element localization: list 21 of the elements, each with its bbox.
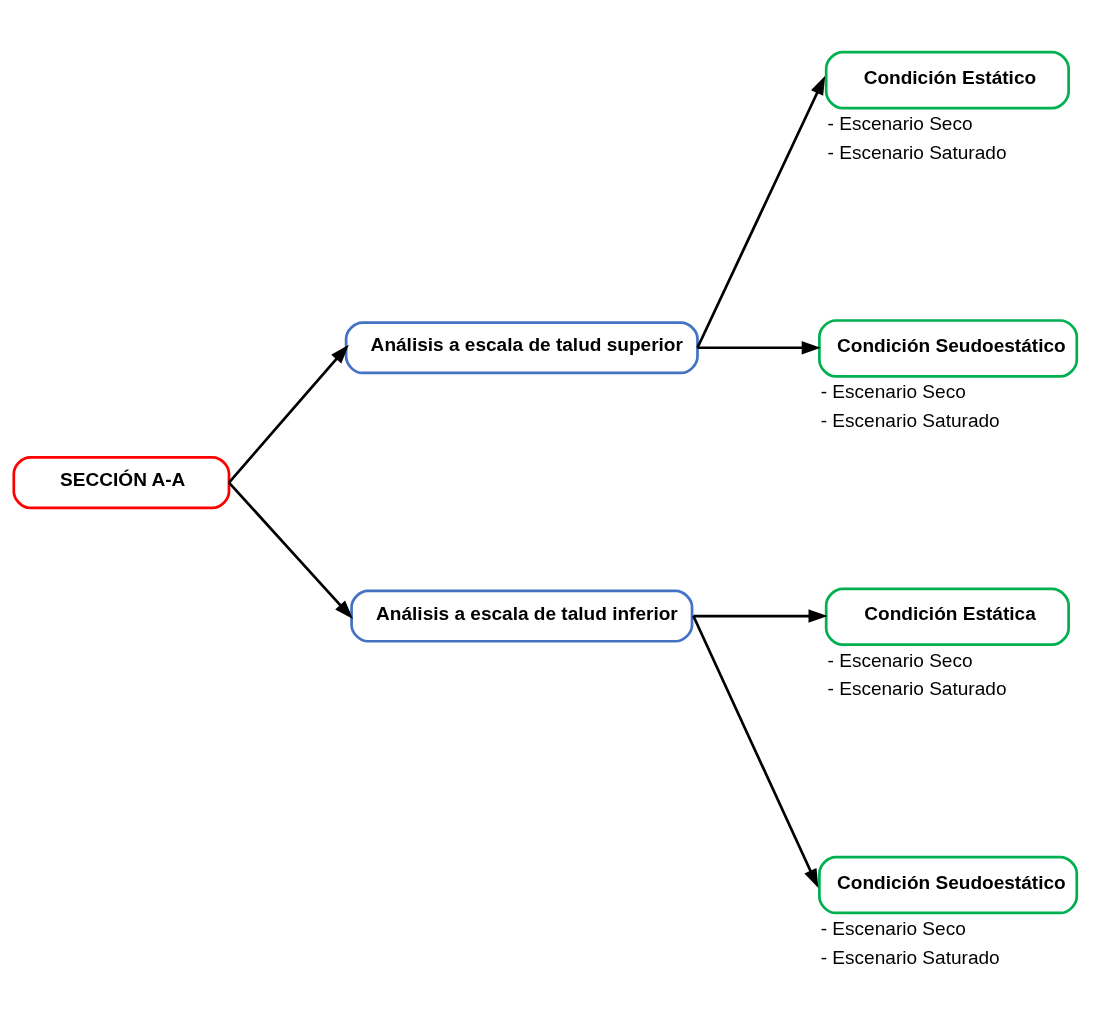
node-label: - Escenario Saturado xyxy=(820,410,1000,432)
node-box: Análisis a escala de talud superior xyxy=(344,321,699,375)
arrow xyxy=(227,344,349,484)
arrow xyxy=(697,341,821,355)
arrow xyxy=(228,481,353,620)
arrow xyxy=(693,609,828,623)
node-box: Condición Seudoestático xyxy=(818,319,1079,378)
node-label: - Escenario Seco xyxy=(820,381,966,403)
node-box: Análisis a escala de talud inferior xyxy=(350,589,694,643)
node-label: - Escenario Saturado xyxy=(820,946,1000,968)
arrow xyxy=(692,615,819,889)
node-box: Condición Estática xyxy=(824,587,1070,646)
node-box: Condición Estático xyxy=(824,50,1070,110)
node-label: - Escenario Saturado xyxy=(827,678,1007,700)
node-label: - Escenario Seco xyxy=(827,649,973,671)
node-label: - Escenario Seco xyxy=(820,918,966,940)
node-box: Condición Seudoestático xyxy=(818,855,1079,915)
node-box: SECCIÓN A-A xyxy=(12,456,231,510)
node-label: - Escenario Saturado xyxy=(827,141,1007,163)
arrow xyxy=(696,75,826,349)
node-label: - Escenario Seco xyxy=(827,113,973,135)
